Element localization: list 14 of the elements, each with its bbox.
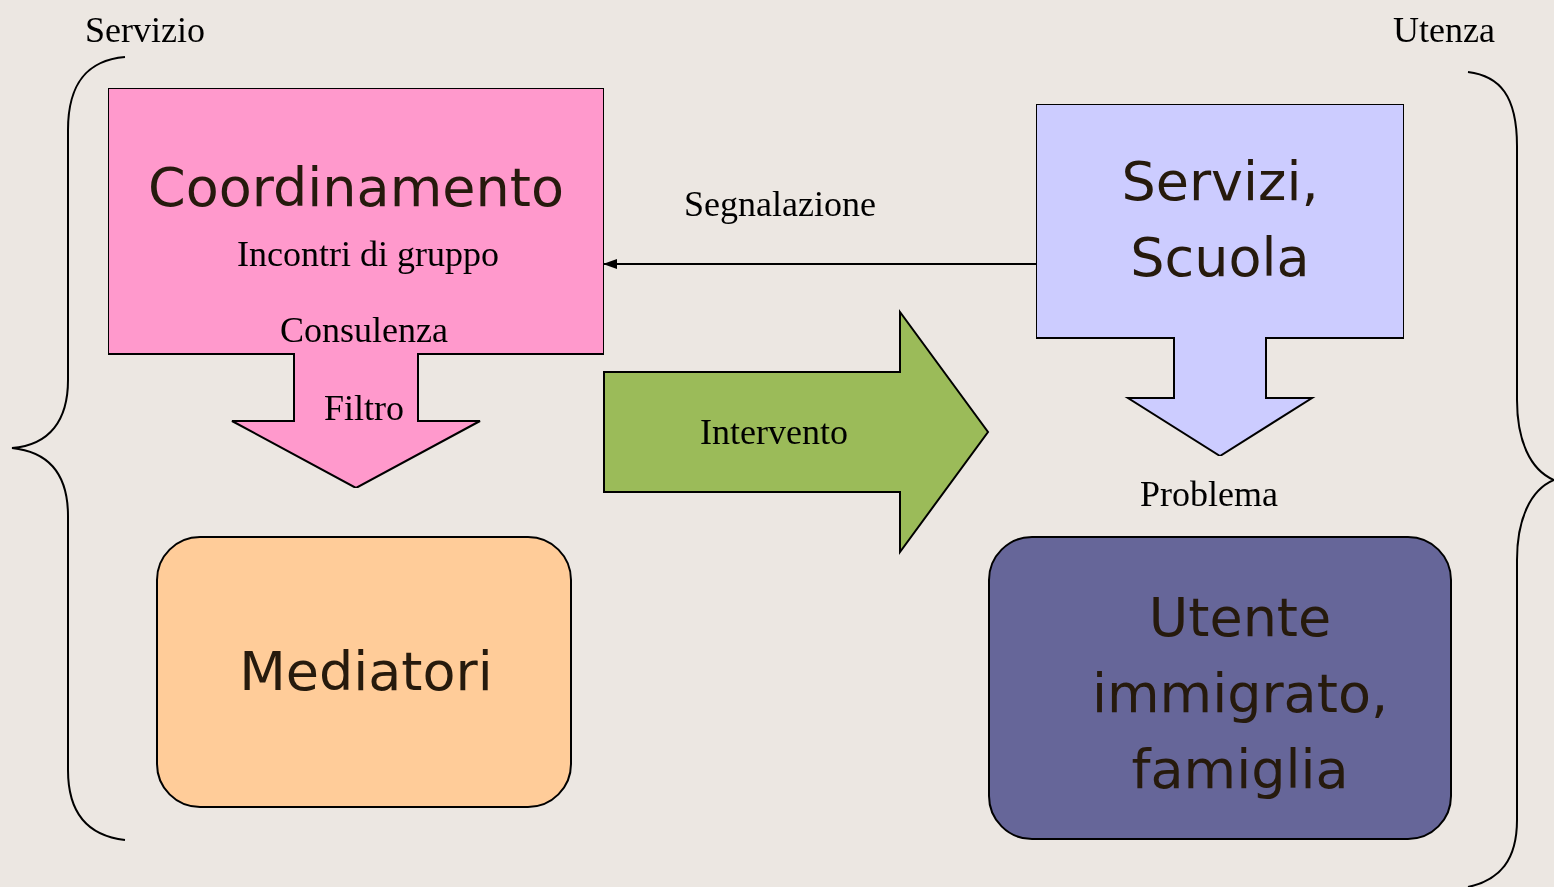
node-title: Utente immigrato, famiglia	[1090, 585, 1390, 803]
edge-label: Intervento	[700, 412, 848, 452]
region-label: Servizio	[85, 10, 205, 50]
node-text: Consulenza	[279, 310, 449, 350]
node-title: Mediatori	[238, 639, 494, 705]
block-arrow	[603, 308, 990, 556]
node-text: Filtro	[323, 388, 405, 428]
node-title: Servizi, Scuola	[1120, 149, 1320, 291]
node-title: Coordinamento	[147, 155, 565, 221]
node-text: Incontri di gruppo	[236, 234, 500, 274]
region-label: Problema	[1140, 474, 1278, 514]
rounded-box	[988, 536, 1452, 840]
rounded-box	[156, 536, 572, 808]
region-label: Utenza	[1393, 10, 1495, 50]
